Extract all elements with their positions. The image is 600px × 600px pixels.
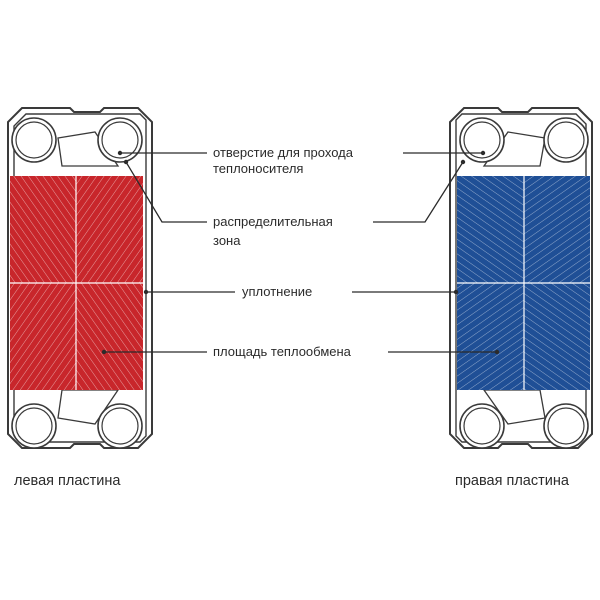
left-port-top-right [97, 117, 143, 163]
left-plate [7, 107, 153, 449]
left-port-bottom-left [11, 403, 57, 449]
label-port-line1: отверстие для прохода [213, 145, 354, 160]
label-gasket: уплотнение [242, 284, 312, 299]
label-distribution-line1: распределительная [213, 214, 333, 229]
right-port-top-left [459, 117, 505, 163]
leader-distribution-right [373, 161, 464, 223]
right-port-top-right [543, 117, 589, 163]
caption-left-plate: левая пластина [14, 473, 121, 489]
left-port-bottom-right [97, 403, 143, 449]
label-distribution-line2: зона [213, 233, 241, 248]
left-port-top-left [11, 117, 57, 163]
right-port-bottom-right [543, 403, 589, 449]
right-plate [449, 107, 593, 449]
left-distribution-zone-top [57, 131, 120, 167]
label-heat-area: площадь теплообмена [213, 344, 352, 359]
leader-distribution-left [125, 161, 207, 223]
right-distribution-zone-top [482, 131, 546, 167]
right-port-bottom-left [459, 403, 505, 449]
label-port-line2: теплоносителя [213, 161, 303, 176]
leader-lines [101, 150, 500, 355]
caption-right-plate: правая пластина [455, 473, 570, 489]
